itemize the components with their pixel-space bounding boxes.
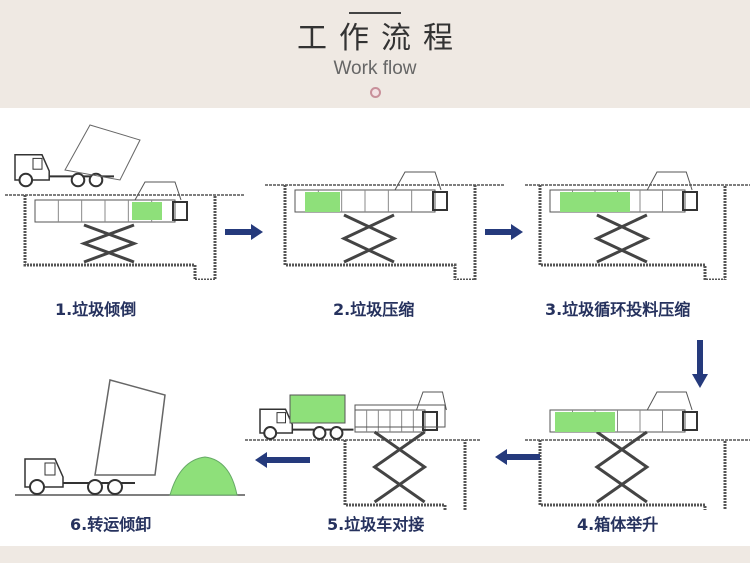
motor xyxy=(682,411,698,431)
motor xyxy=(172,201,188,221)
compacted-garbage xyxy=(132,202,162,220)
truck-window xyxy=(32,157,43,170)
arrow-left-icon xyxy=(495,449,540,465)
scissor-lift xyxy=(371,430,428,504)
truck-cab xyxy=(259,408,294,434)
compacted-garbage xyxy=(555,412,615,432)
tipping-bin xyxy=(64,124,141,181)
step-1-label: 1.垃圾倾倒 xyxy=(55,300,137,319)
truck-wheel xyxy=(107,479,123,495)
title-divider xyxy=(349,12,401,14)
page-subtitle: Work flow xyxy=(333,58,417,79)
hopper xyxy=(416,391,447,411)
step-3-label: 3.垃圾循环投料压缩 xyxy=(545,300,691,319)
step-2-diagram xyxy=(265,171,505,280)
step-2-label: 2.垃圾压缩 xyxy=(333,300,415,319)
truck-wheel xyxy=(329,426,344,440)
truck-wheel xyxy=(87,479,103,495)
arrow-left-icon xyxy=(255,452,310,468)
truck-container xyxy=(289,394,346,424)
motor xyxy=(682,191,698,211)
compacted-garbage xyxy=(560,192,630,212)
arrow-right-icon xyxy=(485,224,523,240)
hopper xyxy=(646,171,693,191)
header-banner: 工作流程 Work flow xyxy=(0,0,750,108)
truck-window xyxy=(44,462,56,476)
arrow-right-icon xyxy=(225,224,263,240)
footer-band xyxy=(0,546,750,563)
pit-wall xyxy=(538,185,727,280)
truck-wheel xyxy=(312,426,327,440)
scissor-lift xyxy=(79,223,139,264)
step-6-label: 6.转运倾卸 xyxy=(70,515,152,534)
truck-cab xyxy=(14,154,50,181)
hopper xyxy=(134,181,182,201)
step-5-label: 5.垃圾车对接 xyxy=(327,515,425,534)
garbage-pile xyxy=(169,456,238,496)
truck-wheel xyxy=(263,426,278,440)
step-3-diagram xyxy=(525,171,750,280)
scissor-lift xyxy=(593,213,651,264)
pit-wall xyxy=(23,195,217,280)
step-5-diagram xyxy=(245,391,480,510)
pit-wall xyxy=(343,440,467,510)
connector xyxy=(354,404,446,428)
step-4-diagram xyxy=(525,391,750,510)
circle-ornament-icon xyxy=(370,87,381,98)
page-title: 工作流程 xyxy=(297,21,465,56)
step-6-diagram xyxy=(15,379,245,496)
scissor-lift xyxy=(594,430,650,504)
arrow-down-icon xyxy=(692,340,708,388)
truck-wheel xyxy=(88,172,104,188)
step-1-diagram xyxy=(5,124,245,280)
truck-wheel xyxy=(70,172,86,188)
step-4-label: 4.箱体举升 xyxy=(577,515,659,534)
compacted-garbage xyxy=(305,192,340,212)
tipping-container xyxy=(94,379,166,476)
truck-cab xyxy=(24,458,64,488)
pit-wall xyxy=(538,440,727,510)
hopper xyxy=(394,171,442,191)
hopper xyxy=(646,391,693,411)
truck-window xyxy=(276,412,286,424)
pit-wall xyxy=(283,185,477,280)
truck-wheel xyxy=(29,479,45,495)
motor xyxy=(422,411,438,431)
truck-wheel xyxy=(18,172,34,188)
scissor-lift xyxy=(340,213,398,264)
motor xyxy=(432,191,448,211)
